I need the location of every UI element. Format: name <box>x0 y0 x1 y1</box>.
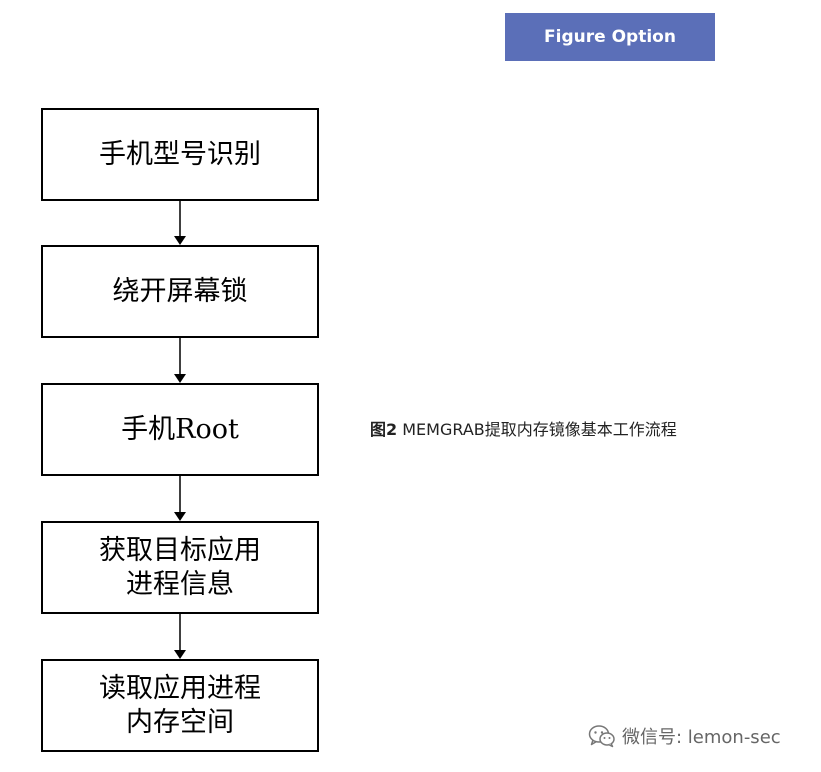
flow-step-get-process-info: 获取目标应用 进程信息 <box>41 521 319 614</box>
flow-step-label: 绕开屏幕锁 <box>112 275 248 307</box>
flow-step-label: 手机型号识别 <box>99 138 261 170</box>
figure-caption: 图2 MEMGRAB提取内存镜像基本工作流程 <box>370 416 677 440</box>
flow-step-label: 手机Root <box>121 413 239 445</box>
flow-step-phone-root: 手机Root <box>41 383 319 476</box>
wechat-icon <box>588 725 615 748</box>
flow-step-label: 获取目标应用 <box>99 534 261 566</box>
flow-step-phone-model-identification: 手机型号识别 <box>41 108 319 201</box>
flow-step-label: 进程信息 <box>126 568 234 600</box>
flow-arrow <box>174 476 186 521</box>
flow-arrow <box>174 338 186 383</box>
figure-caption-text: MEMGRAB提取内存镜像基本工作流程 <box>397 420 677 439</box>
wechat-watermark: 微信号: lemon-sec <box>588 723 781 749</box>
figure-number: 图2 <box>370 420 398 439</box>
flow-step-bypass-screen-lock: 绕开屏幕锁 <box>41 245 319 338</box>
watermark-text: 微信号: lemon-sec <box>622 727 781 748</box>
flow-arrow <box>174 614 186 659</box>
flow-arrow <box>174 201 186 245</box>
flow-step-read-memory-space: 读取应用进程 内存空间 <box>41 659 319 752</box>
flow-step-label: 读取应用进程 <box>99 672 261 704</box>
figure-option-button[interactable]: Figure Option <box>505 13 715 61</box>
flow-step-label: 内存空间 <box>126 706 234 738</box>
